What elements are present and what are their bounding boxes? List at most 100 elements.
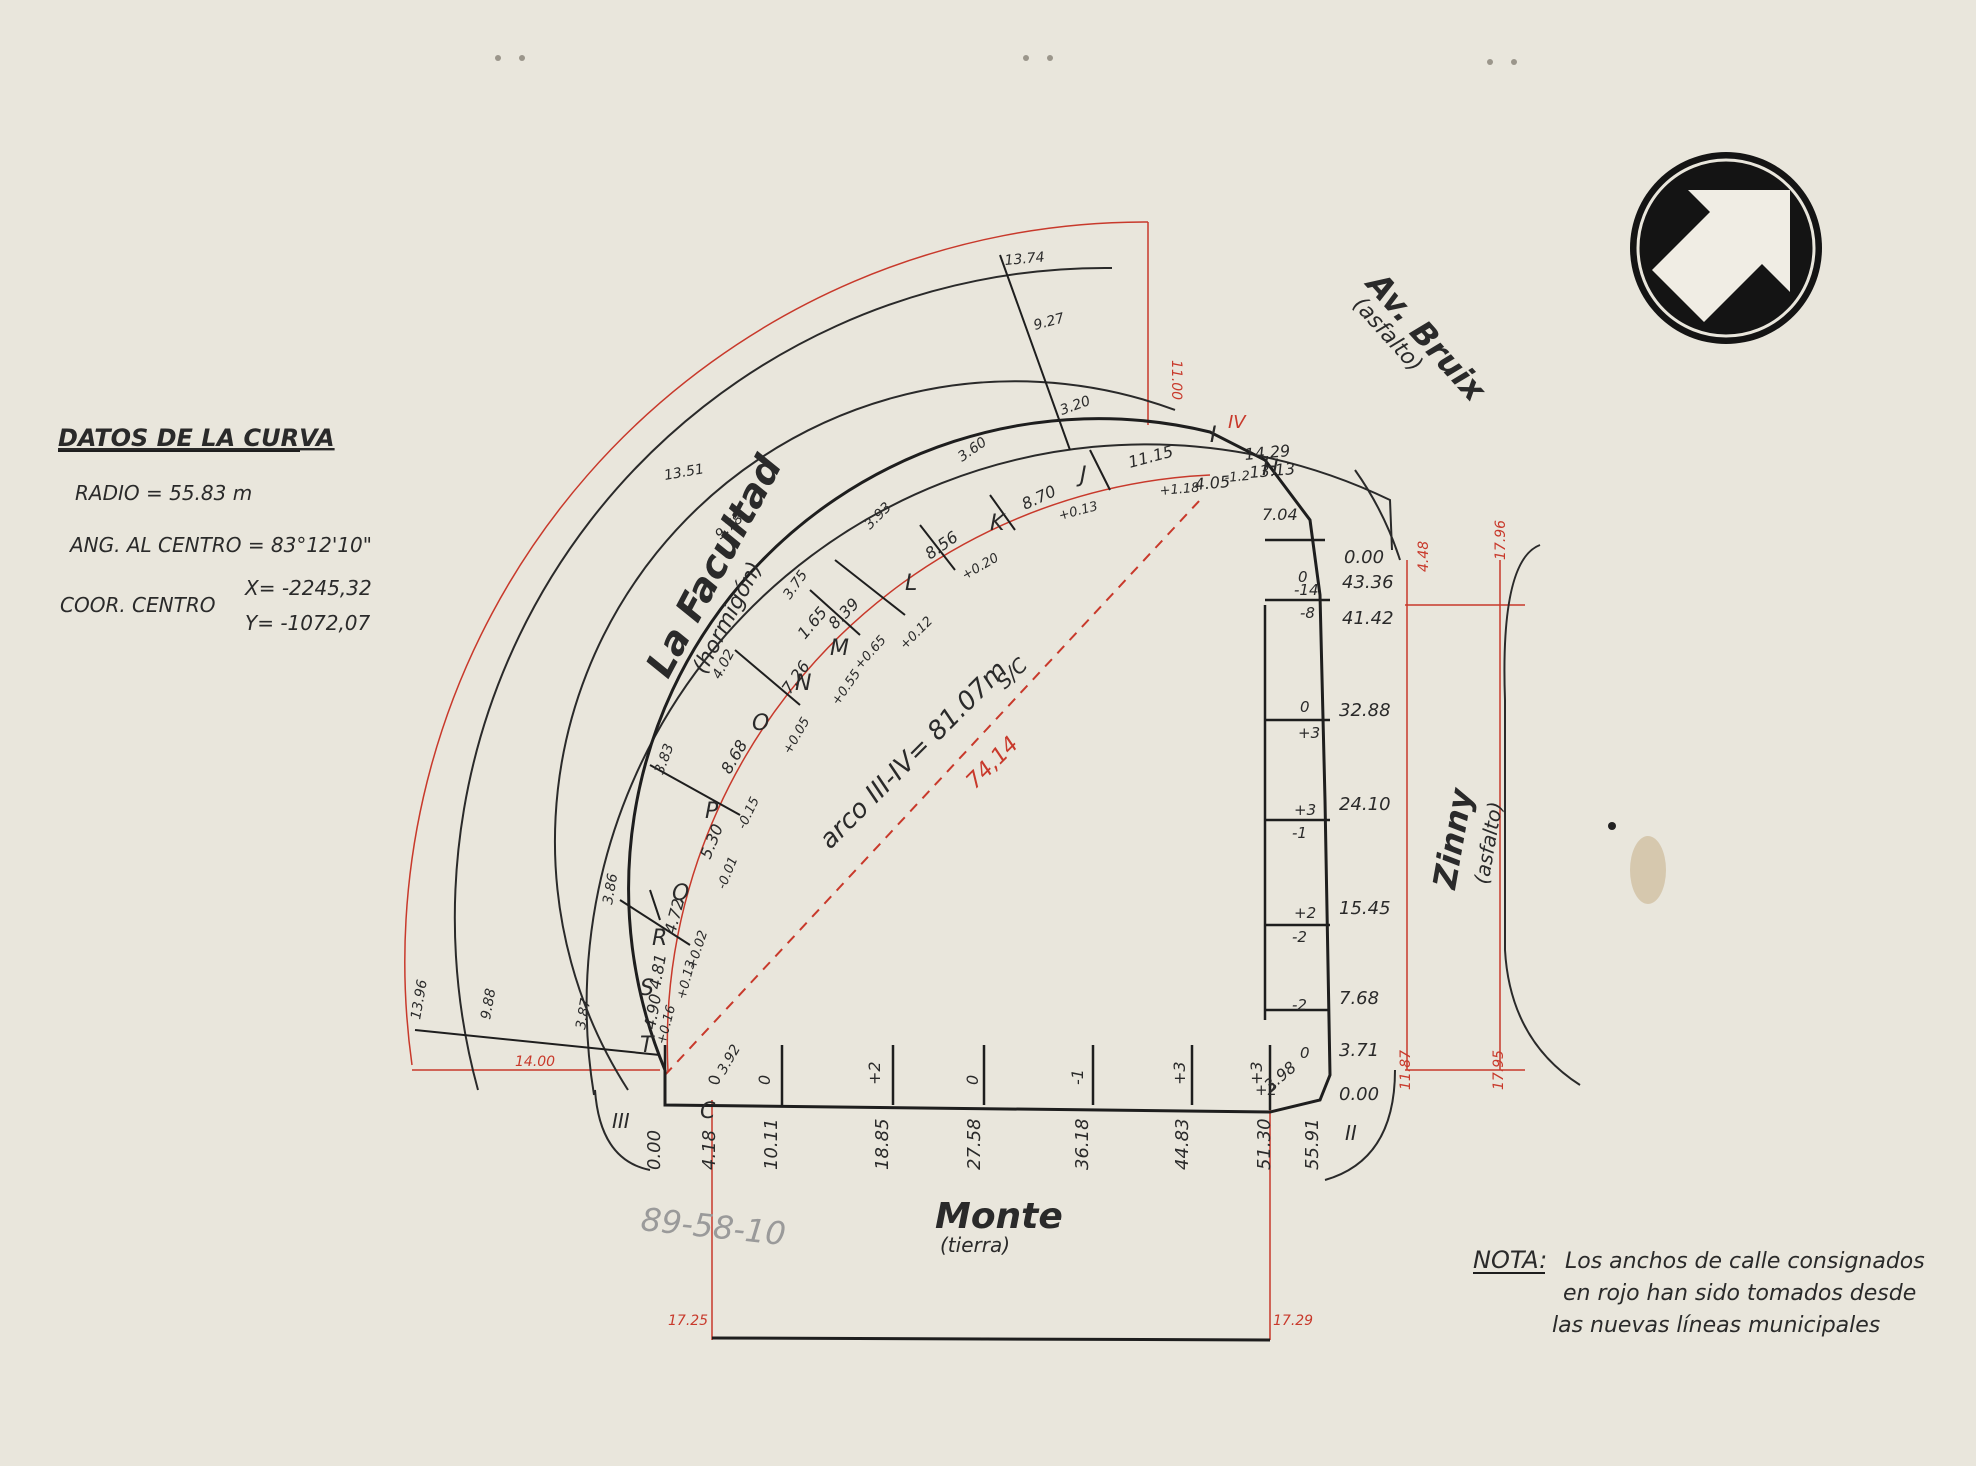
arc-length: 13.13: [1249, 459, 1296, 482]
right-level: +2: [1255, 1081, 1277, 1099]
point-letter-s: S: [640, 976, 654, 1001]
bottom-station: 10.11: [761, 1118, 782, 1170]
vertex-iv: IV: [1228, 412, 1247, 433]
street-monte: Monte: [935, 1196, 1063, 1237]
arc-length: 4.81: [645, 952, 670, 990]
right-station: 41.42: [1342, 608, 1394, 629]
right-level: 0: [1298, 568, 1308, 586]
bottom-level: +2: [865, 1061, 884, 1085]
radial-offset: 3.75: [780, 568, 811, 603]
nota-label: NOTA:: [1473, 1246, 1547, 1274]
right-level: -2: [1292, 996, 1307, 1014]
curve-radio: RADIO = 55.83 m: [75, 481, 252, 505]
nota-line-1: Los anchos de calle consignados: [1565, 1249, 1925, 1274]
bottom-station: 4.18: [699, 1130, 720, 1170]
point-letter-k: K: [990, 511, 1006, 536]
bottom-station: 27.58: [964, 1118, 985, 1170]
bottom-level: -1: [1068, 1069, 1087, 1085]
red-width-label: 17.96: [1493, 520, 1509, 560]
radial-offset: 3.86: [600, 872, 621, 906]
binder-holes: [495, 55, 1517, 65]
radial-offset: 9.27: [1032, 310, 1066, 334]
right-station: 0.00: [1344, 547, 1384, 568]
bottom-station: 0.00: [644, 1130, 665, 1170]
right-level: -14: [1294, 581, 1319, 599]
right-level: +3: [1298, 724, 1320, 742]
curve-coor-y: Y= -1072,07: [245, 611, 371, 635]
vertex-ii: II: [1345, 1121, 1357, 1145]
red-width-label: 11.87: [1398, 1050, 1414, 1090]
radial-lines: [414, 254, 1111, 1056]
nota-line-2: en rojo han sido tomados desde: [1563, 1281, 1916, 1306]
bottom-station: 51.30: [1254, 1118, 1275, 1170]
right-station: 15.45: [1339, 898, 1391, 919]
arc-level: +0.20: [960, 551, 1002, 584]
radial-offset: 3.87: [573, 997, 594, 1031]
right-level: -2: [1292, 928, 1307, 946]
radial-offset: 9.88: [478, 987, 499, 1021]
radial-offset: 13.51: [663, 461, 705, 484]
curve-angle: ANG. AL CENTRO = 83°12'10": [68, 533, 372, 557]
arc-level: -1.2: [1224, 469, 1251, 486]
radial-offset: 3.20: [1058, 393, 1093, 419]
right-station: 0.00: [1339, 1084, 1379, 1105]
point-letter-m: M: [830, 636, 849, 661]
curve-data: DATOS DE LA CURVA RADIO = 55.83 m ANG. A…: [58, 424, 372, 635]
arc-level: +0.55: [829, 667, 864, 708]
red-width-label: 17.25: [668, 1313, 708, 1329]
chord-line: [664, 499, 1201, 1076]
vertex-i: I: [1210, 423, 1216, 447]
point-letter-j: J: [1076, 463, 1087, 488]
arc-level: +0.12: [897, 614, 936, 653]
parcel-outline: [627, 417, 1332, 1342]
vertex-iii: III: [612, 1109, 630, 1133]
point-letter-r: R: [652, 926, 667, 951]
red-width-label: 4.48: [1416, 541, 1432, 572]
chord-length-label: 74,14: [962, 732, 1024, 794]
arc-length: 7.04: [1262, 505, 1298, 524]
arc-length: 14.29: [1244, 441, 1291, 464]
street-curbs: [453, 266, 1581, 1181]
point-letter-h: H: [1262, 456, 1279, 481]
curve-coor-x: X= -2245,32: [244, 576, 372, 600]
red-width-label: 14.00: [515, 1054, 555, 1070]
bottom-station: 18.85: [872, 1118, 893, 1170]
radial-offset: 3.92: [715, 1042, 744, 1077]
bottom-level: 0: [755, 1075, 774, 1085]
right-level: -1: [1292, 824, 1307, 842]
arc-level: +0.05: [780, 715, 813, 757]
arc-length: 5.30: [696, 821, 727, 861]
arc-length: 1.65: [794, 603, 831, 643]
radial-offset: 3.83: [652, 742, 678, 777]
bottom-level: 0: [705, 1075, 724, 1085]
arc-length: 8.68: [717, 737, 751, 777]
vertex-labels: III II IV I: [612, 412, 1357, 1145]
point-letter-p: P: [705, 799, 719, 824]
arc-level: -0.01: [715, 855, 742, 892]
arc-level: -0.15: [735, 795, 763, 832]
bottom-station: 36.18: [1072, 1118, 1093, 1170]
right-station: 7.68: [1339, 988, 1379, 1009]
red-width-label: 17.29: [1273, 1313, 1313, 1329]
arc-level: +0.02: [685, 929, 712, 972]
point-letter-i: I: [1210, 423, 1217, 448]
right-level: 0: [1300, 1044, 1310, 1062]
right-level: +2: [1294, 904, 1316, 922]
point-letter-t: T: [640, 1033, 655, 1058]
nota: NOTA: Los anchos de calle consignados en…: [1473, 1246, 1925, 1338]
bottom-level: 0: [963, 1075, 982, 1085]
red-width-label: 17.95: [1491, 1050, 1507, 1090]
right-station: 43.36: [1342, 572, 1394, 593]
bottom-station: 55.91: [1302, 1118, 1323, 1170]
archive-stamp: 89-58-10: [639, 1200, 787, 1253]
right-level: -8: [1300, 604, 1315, 622]
point-letter-l: L: [905, 571, 917, 596]
right-levels: 0-14-80+3+3-1+2-2-20+2: [1255, 568, 1320, 1099]
right-stations: 0.0043.3641.4232.8824.1015.457.683.710.0…: [1339, 547, 1394, 1105]
arc-level: +0.13: [1057, 499, 1099, 524]
